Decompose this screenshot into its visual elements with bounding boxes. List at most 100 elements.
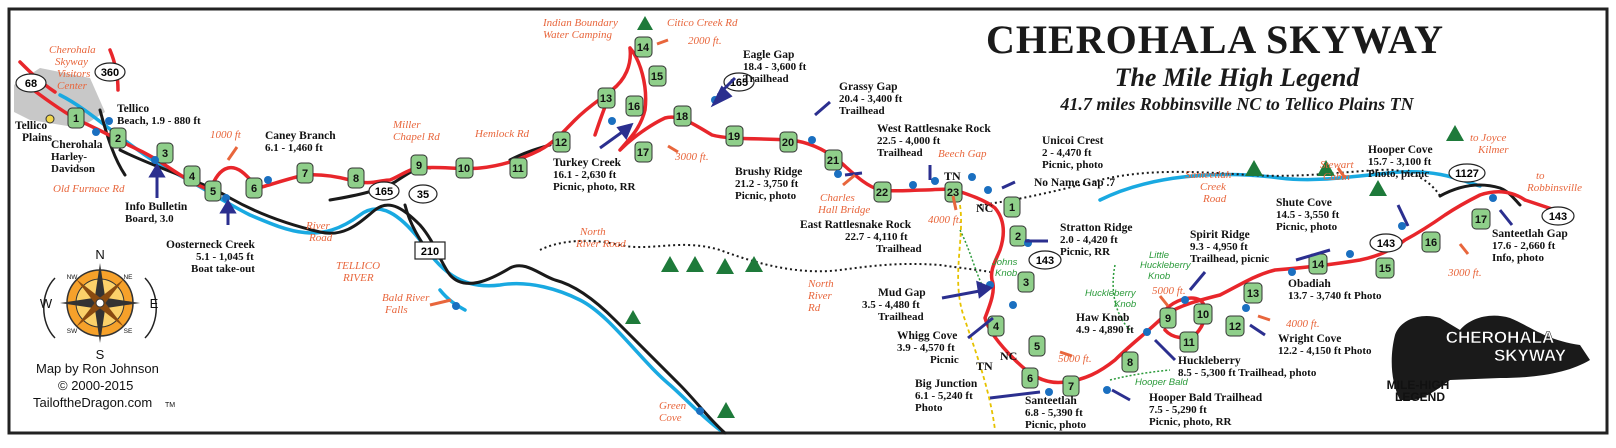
tent-icon [745, 256, 763, 272]
road-label: Hall Bridge [817, 204, 870, 216]
road-label: North [807, 278, 834, 290]
poi-caney: Caney Branch [265, 130, 336, 142]
poi-spirit-3: Trailhead, picnic [1190, 253, 1269, 265]
poi-stratton-3: Picnic, RR [1060, 246, 1111, 258]
poi-labels: Tellico Plains Tellico Beach, 1.9 - 880 … [15, 49, 1568, 431]
route-shield: 143 [1028, 250, 1062, 270]
road-label: Bald River [382, 292, 430, 304]
tent-icon [637, 16, 653, 30]
road-label: Water Camping [543, 29, 612, 41]
tent-icon [1317, 160, 1335, 176]
road-label: River Road [575, 238, 626, 250]
poi-mud-3: Trailhead [878, 311, 924, 323]
poi-haw-2: 4.9 - 4,890 ft [1076, 324, 1134, 336]
poi-grassy-3: Trailhead [839, 105, 885, 117]
elevation-label: 5000 ft. [1152, 285, 1186, 297]
nc-marker: 15 [1375, 257, 1395, 279]
road-label: RIVER [342, 272, 374, 284]
tent-icon [661, 256, 679, 272]
mm-label: 7 [1068, 381, 1074, 393]
tent-icon [686, 256, 704, 272]
tn-marker: 5 [204, 180, 222, 202]
poi-east-rattle-3: Trailhead [876, 243, 922, 255]
tn-marker: 12 [552, 131, 571, 153]
mm-label: 5 [210, 186, 216, 198]
road-label: Old Furnace Rd [53, 183, 125, 195]
route-shield: 360 [94, 62, 126, 82]
road-label: Road [1202, 193, 1227, 205]
poi-west-rattle-3: Trailhead [877, 147, 923, 159]
tn-marker: 23 [944, 181, 963, 203]
mm-label: 11 [512, 163, 524, 175]
tn-marker: 17 [634, 141, 653, 163]
route-shield: 143 [1541, 206, 1575, 226]
tn-marker: 19 [725, 125, 744, 147]
nc-marker: 10 [1193, 303, 1213, 325]
poi-turkey: Turkey Creek [553, 157, 622, 169]
compass-e: E [150, 296, 159, 311]
tn-mile-markers: 1 2 3 4 5 6 7 8 9 10 11 12 13 14 15 16 1… [67, 36, 963, 203]
poi-obadiah: Obadiah [1288, 278, 1331, 290]
state-label: TN [976, 359, 993, 373]
mm-label: 11 [1183, 337, 1195, 349]
mm-label: 6 [1027, 373, 1033, 385]
trail-label: Little [1149, 250, 1169, 261]
poi-info-2: Board, 3.0 [125, 213, 174, 225]
route-shield: 165 [368, 181, 400, 201]
poi-spirit: Spirit Ridge [1190, 229, 1250, 241]
tn-marker: 9 [410, 154, 428, 176]
poi-harley-3: Davidson [51, 163, 95, 175]
road-label: TELLICO [336, 260, 380, 272]
elevation-arrows [226, 38, 1470, 358]
mm-label: 2 [1015, 231, 1021, 243]
shield-label: 143 [1377, 238, 1395, 250]
road-label: Miller [392, 119, 421, 131]
road-label: Green [659, 400, 687, 412]
road-label: Cabin [1323, 171, 1350, 183]
campsite-icons [625, 16, 1464, 418]
mm-label: 2 [115, 133, 121, 145]
nc-marker: 7 [1062, 375, 1080, 397]
road-label: Cherohala [49, 44, 96, 56]
dotted-roads [539, 168, 1441, 273]
poi-sgap: Santeetlah Gap [1492, 228, 1568, 240]
trail-label: Knob [995, 268, 1017, 279]
shield-label: 68 [25, 78, 37, 90]
tent-icon [717, 402, 735, 418]
mm-label: 1 [1009, 202, 1015, 214]
road-label: Beech Gap [938, 148, 987, 160]
poi-hooper-cove: Hooper Cove [1368, 144, 1433, 156]
mm-label: 16 [628, 101, 640, 113]
elevation-label: 4000 ft. [1286, 318, 1320, 330]
santeetlah-gap-road [1438, 183, 1522, 207]
road-label: Indian Boundary [542, 17, 618, 29]
compass-ne: NE [123, 274, 133, 281]
mm-label: 3 [1023, 277, 1029, 289]
tn-marker: 6 [245, 177, 263, 199]
nc-marker: 5 [1028, 335, 1046, 357]
tn-marker: 7 [296, 162, 314, 184]
nc-marker: 13 [1243, 282, 1263, 304]
poi-tellico-beach: Tellico [117, 103, 149, 115]
nc-marker: 17 [1471, 208, 1491, 230]
tn-marker: 10 [455, 157, 474, 179]
road-label: Chapel Rd [393, 131, 440, 143]
compass-se: SE [124, 328, 133, 335]
hooper-bald-trail [1109, 369, 1171, 381]
shield-label: 165 [375, 186, 393, 198]
map-subtitle: The Mile High Legend [1115, 63, 1361, 92]
nc-marker: 4 [987, 315, 1005, 337]
tn-marker: 22 [873, 181, 892, 203]
mm-label: 6 [251, 183, 257, 195]
logo-line3: MILE-HIGH [1387, 378, 1450, 392]
cherohala-logo: CHEROHALA SKYWAY MILE-HIGH LEGEND [1387, 315, 1590, 404]
mm-label: 12 [1229, 321, 1241, 333]
poi-mud: Mud Gap [878, 287, 926, 299]
map-frame [7, 7, 1609, 435]
mm-label: 22 [876, 187, 888, 199]
poi-turkey-2: 16.1 - 2,630 ft [553, 169, 617, 181]
mm-label: 10 [458, 163, 470, 175]
route-shields: 68 360 165 35 165 210 143 143 143 1127 [15, 62, 1575, 270]
logo-line2: SKYWAY [1494, 346, 1567, 365]
